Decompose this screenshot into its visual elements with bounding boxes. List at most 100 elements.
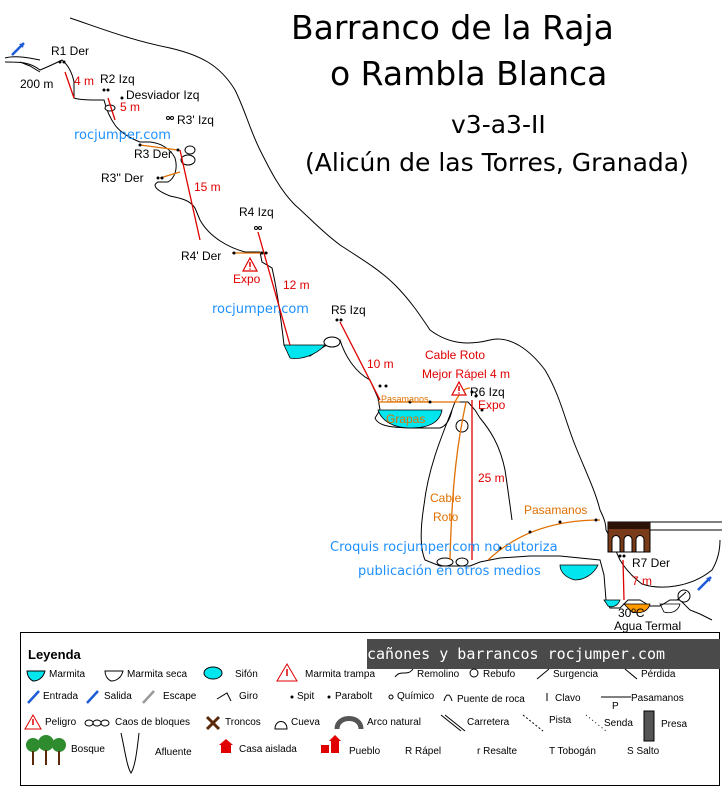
rappel-line-r5 xyxy=(339,321,381,401)
giro-icon xyxy=(216,692,232,702)
note-expo-1: Expo xyxy=(233,272,261,286)
carretera-icon xyxy=(440,714,466,732)
handline-r3 xyxy=(139,144,179,151)
casa-aislada-icon xyxy=(219,739,233,753)
exit-icon xyxy=(697,576,712,591)
label-r1: R1 Der xyxy=(51,44,90,58)
anchor-r3 xyxy=(138,143,142,147)
bosque-icon xyxy=(26,735,66,765)
legend-item-remolino: Remolino xyxy=(417,669,460,680)
perdida-icon xyxy=(624,668,638,680)
legend-item-cueva: Cueva xyxy=(291,717,320,728)
legend-item-afluente: Afluente xyxy=(155,747,192,758)
anchor-r7b xyxy=(622,554,626,558)
watermark-site-1: rocjumper.com xyxy=(74,128,171,143)
marmita-seca-icon xyxy=(104,670,124,682)
senda-icon xyxy=(585,714,607,732)
canyon-right-lower-wall xyxy=(605,529,721,588)
anchor-r5 xyxy=(335,318,339,322)
length-r5: 10 m xyxy=(367,357,394,371)
label-r3p: R3' Izq xyxy=(177,113,214,127)
puente-roca-icon xyxy=(443,694,453,702)
boulder-r6-base xyxy=(436,557,454,567)
length-r6: 25 m xyxy=(478,471,505,485)
boulder-r5 xyxy=(323,336,341,348)
label-r3pp: R3'' Der xyxy=(101,171,144,185)
watermark-notice-2: publicación en otros medios xyxy=(358,564,541,579)
anchor-r5b xyxy=(339,318,343,322)
anchor-r1b xyxy=(62,60,66,64)
rappel-line-r7 xyxy=(622,559,625,601)
note-pasamanos-lower: Pasamanos xyxy=(524,503,588,517)
anchor-pas-1 xyxy=(498,546,502,550)
rappel-line-r1 xyxy=(64,71,75,99)
legend-item-pueblo: Pueblo xyxy=(349,746,381,757)
note-expo-2: Expo xyxy=(478,398,506,412)
legend-box: Leyenda cañones y barrancos rocjumper.co… xyxy=(20,632,720,786)
caos-bloques-icon xyxy=(84,719,110,727)
legend-item-senda: Senda xyxy=(604,718,633,729)
title-location: (Alicún de las Torres, Granada) xyxy=(305,148,689,177)
pool-thermal xyxy=(623,603,651,614)
anchor-r2 xyxy=(102,88,106,92)
label-r4: R4 Izq xyxy=(239,205,274,219)
sifon-icon xyxy=(203,666,223,680)
legend-item-surgencia: Surgencia xyxy=(553,669,599,680)
legend-item-marmita-trampa: Marmita trampa xyxy=(305,669,376,680)
boulder-r3b xyxy=(184,145,196,155)
anchor-r6b xyxy=(474,394,478,398)
pueblo-icon xyxy=(321,735,341,753)
pool-grapas xyxy=(377,409,443,429)
legend-pasamanos-p-letter: P xyxy=(612,701,619,712)
legend-item-presa: Presa xyxy=(661,719,688,730)
anchor-r4pc xyxy=(264,251,268,255)
danger-icon xyxy=(241,256,259,272)
length-r7: 7 m xyxy=(632,574,653,588)
length-r3: 15 m xyxy=(194,180,221,194)
escape-icon xyxy=(142,690,155,704)
watermark-site-2: rocjumper.com xyxy=(212,302,309,317)
rebufo-icon xyxy=(469,668,479,678)
title-line-1: Barranco de la Raja xyxy=(291,8,614,47)
anchor-grapas-4 xyxy=(428,400,432,404)
legend-item-r-rapel: R Rápel xyxy=(405,746,442,757)
arco-natural-icon xyxy=(334,716,364,730)
legend-item-marmita: Marmita xyxy=(49,669,86,680)
boulder-r3 xyxy=(180,154,196,166)
marmita-icon xyxy=(26,670,46,682)
troncos-icon xyxy=(205,715,221,731)
title-grade: v3-a3-II xyxy=(451,110,546,139)
length-r1: 4 m xyxy=(74,74,95,88)
legend-item-s-salto: S Salto xyxy=(627,746,660,757)
anchor-pas-4 xyxy=(594,518,598,522)
note-roto: Roto xyxy=(433,510,459,524)
watermark-notice-1: Croquis rocjumper.com no autoriza xyxy=(330,540,558,555)
rappel-line-r4 xyxy=(257,231,291,346)
start-ledge xyxy=(4,56,41,73)
parabolt-icon xyxy=(327,695,331,699)
legend-item-parabolt: Parabolt xyxy=(335,691,373,702)
legend-item-clavo: Clavo xyxy=(555,693,581,704)
peligro-icon xyxy=(24,713,42,730)
anchor-r4p xyxy=(232,251,236,255)
presa-icon xyxy=(643,710,655,742)
legend-item-r-resalte: r Resalte xyxy=(477,746,518,757)
anchor-pas-2 xyxy=(528,530,532,534)
label-desviador: Desviador Izq xyxy=(126,88,200,102)
quimico-icon xyxy=(388,694,394,700)
rappel-line-r2 xyxy=(107,97,116,121)
anchor-r3p xyxy=(166,116,170,120)
legend-item-rebufo: Rebufo xyxy=(483,669,516,680)
legend-item-escape: Escape xyxy=(163,691,197,702)
length-r2: 5 m xyxy=(120,100,141,114)
canyon-right-wall xyxy=(69,17,607,531)
pool-r5 xyxy=(283,344,326,359)
anchor-r7 xyxy=(618,554,622,558)
boulder-r6-base2 xyxy=(455,557,469,567)
road-icon xyxy=(650,521,722,531)
legend-item-entrada: Entrada xyxy=(43,691,79,702)
afluente-icon xyxy=(120,732,140,774)
entrada-icon xyxy=(27,690,40,704)
anchor-grapas-2 xyxy=(384,384,388,388)
